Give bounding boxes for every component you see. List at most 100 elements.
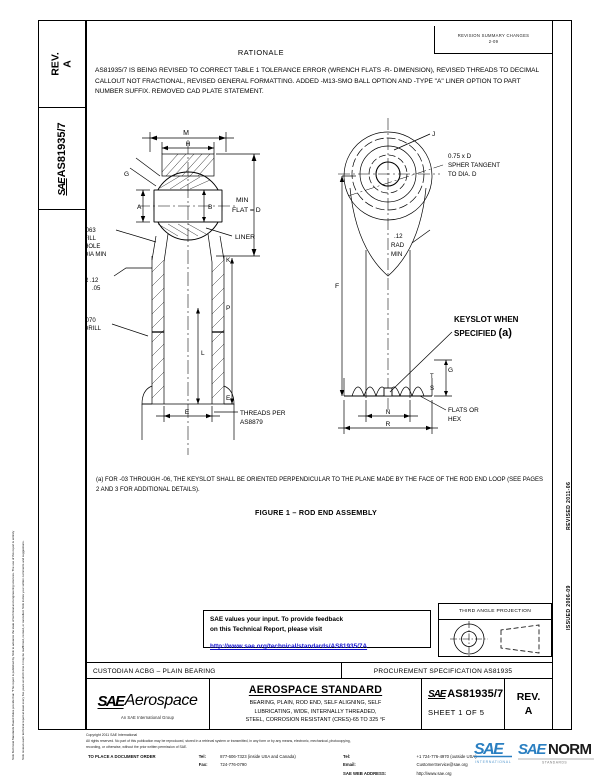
feedback-url-link[interactable]: http://www.sae.org/technical/standards/A… xyxy=(210,643,368,651)
svg-text:S: S xyxy=(430,386,434,392)
description-line-2: LUBRICATING, WIDE, INTERNALLY THREADED, xyxy=(254,708,377,715)
svg-text:NORM: NORM xyxy=(548,741,592,758)
rationale-heading: RATIONALE xyxy=(237,48,285,57)
frame-right-divider xyxy=(552,20,554,730)
svg-text:0.75 x D: 0.75 x D xyxy=(448,153,472,160)
legal-line-3: SAE reviews each technical report at lea… xyxy=(21,540,25,760)
email-label: Email: xyxy=(343,762,356,768)
document-number-cell: SAE AS81935/7 SHEET 1 OF 5 xyxy=(422,679,505,730)
standard-title-cell: AEROSPACE STANDARD BEARING, PLAIN, ROD E… xyxy=(210,679,422,730)
rights-line-2: recording, or otherwise, without the pri… xyxy=(86,745,188,750)
svg-text:A: A xyxy=(137,204,142,211)
svg-text:MIN: MIN xyxy=(236,197,249,204)
fax-label: Fax: xyxy=(198,762,208,768)
tel-us-value: 877-606-7323 (inside USA and Canada) xyxy=(220,753,296,759)
third-angle-projection-box: THIRD ANGLE PROJECTION xyxy=(438,603,552,657)
rationale-body: AS81935/7 IS BEING REVISED TO CORRECT TA… xyxy=(95,67,539,96)
copyright-line: Copyright 2011 SAE International xyxy=(86,733,138,737)
technical-drawing: M H xyxy=(86,110,552,505)
svg-text:SPECIFIED (a): SPECIFIED (a) xyxy=(454,327,512,339)
legal-line-1: SAE Technical Standards Board Rules prov… xyxy=(11,530,15,760)
drawing-frame xyxy=(38,20,572,730)
svg-text:.070: .070 xyxy=(86,318,96,324)
rev-header-box: REV. A xyxy=(38,20,86,108)
svg-text:E: E xyxy=(226,395,231,402)
revision-value: A xyxy=(524,705,533,717)
tel-us-label: Tel: xyxy=(198,753,207,759)
order-label: TO PLACE A DOCUMENT ORDER xyxy=(88,753,156,759)
svg-text:FLAT = D: FLAT = D xyxy=(232,207,261,214)
doc-number-value: AS81935/7 xyxy=(56,121,68,177)
svg-text:HOLE: HOLE xyxy=(86,244,100,250)
rights-line-1: All rights reserved. No part of this pub… xyxy=(86,739,351,744)
web-value: http://www.sae.org xyxy=(416,770,452,776)
svg-text:B: B xyxy=(208,204,212,211)
svg-text:STANDARDS: STANDARDS xyxy=(542,761,567,765)
revision-label: REV. xyxy=(516,691,541,703)
svg-text:SAE: SAE xyxy=(474,741,505,758)
svg-text:HEX: HEX xyxy=(448,416,462,423)
document-number: AS81935/7 xyxy=(447,688,504,700)
svg-text:M: M xyxy=(183,130,189,137)
sae-mark-small: SAE xyxy=(56,177,68,196)
svg-text:F: F xyxy=(335,283,339,290)
tel-intl-label: Tel: xyxy=(343,753,351,759)
svg-text:DRILL: DRILL xyxy=(86,326,102,332)
revision-cell: REV. A xyxy=(505,679,552,730)
svg-text:G: G xyxy=(448,367,453,374)
svg-text:P: P xyxy=(226,305,230,312)
revised-date-label: REVISED 2011-06 xyxy=(566,481,572,530)
sheet-number: SHEET 1 OF 5 xyxy=(428,708,485,717)
svg-text:DIA MIN: DIA MIN xyxy=(86,252,106,258)
svg-text:R .12: R .12 xyxy=(86,278,99,284)
svg-text:SAE: SAE xyxy=(518,741,547,758)
feedback-line-2: on this Technical Report, please visit xyxy=(210,626,323,634)
standard-title: AEROSPACE STANDARD xyxy=(248,684,383,696)
svg-text:FLATS OR: FLATS OR xyxy=(448,407,479,414)
revision-stamp-text: REVISION SUMMARY CHANGES 2-09 xyxy=(457,33,530,45)
footer-legal: Copyright 2011 SAE International All rig… xyxy=(86,733,516,779)
sae-norm-watermark: SAE INTERNATIONAL SAE NORM STANDARDS xyxy=(472,736,598,772)
svg-text:G: G xyxy=(124,171,129,178)
sae-mark-title-block: SAE xyxy=(428,688,446,700)
svg-text:.063: .063 xyxy=(86,228,96,234)
fax-value: 724-776-0790 xyxy=(220,762,247,768)
svg-text:RAD: RAD xyxy=(391,242,405,249)
title-block: SAE Aerospace An SAE International Group… xyxy=(86,679,552,730)
svg-text:LINER: LINER xyxy=(235,234,255,241)
svg-text:MIN: MIN xyxy=(391,251,402,258)
svg-text:R: R xyxy=(386,421,391,428)
svg-text:KEYSLOT WHEN: KEYSLOT WHEN xyxy=(454,315,519,324)
footer-contact-table: TO PLACE A DOCUMENT ORDER Tel: 877-606-7… xyxy=(86,752,516,779)
web-label: SAE WEB ADDRESS: xyxy=(343,770,387,776)
feedback-line-1: SAE values your input. To provide feedba… xyxy=(210,616,344,623)
custodian-label: CUSTODIAN ACBG – PLAIN BEARING xyxy=(86,663,342,678)
tel-intl-value: +1 724-776-4970 (outside USA) xyxy=(416,753,477,759)
procurement-spec-label: PROCUREMENT SPECIFICATION AS81935 xyxy=(373,668,513,675)
figure-caption: FIGURE 1 – ROD END ASSEMBLY xyxy=(254,508,378,517)
sae-aerospace-logo: SAE Aerospace An SAE International Group xyxy=(86,679,210,730)
feedback-box: SAE values your input. To provide feedba… xyxy=(203,610,431,651)
svg-text:E: E xyxy=(185,409,190,416)
aerospace-wordmark: Aerospace xyxy=(124,692,198,709)
svg-text:.12: .12 xyxy=(394,233,403,240)
svg-text:K: K xyxy=(226,257,231,264)
svg-text:FILL: FILL xyxy=(86,236,97,242)
custodian-strip: CUSTODIAN ACBG – PLAIN BEARING PROCUREME… xyxy=(86,662,552,679)
left-margin-legal-text-2: SAE reviews each technical report at lea… xyxy=(21,200,33,760)
svg-text:SPHER TANGENT: SPHER TANGENT xyxy=(448,162,500,169)
svg-text:.05: .05 xyxy=(92,286,101,292)
description-line-3: STEEL, CORROSION RESISTANT (CRES)-65 TO … xyxy=(245,717,386,724)
svg-text:AS8879: AS8879 xyxy=(240,419,263,426)
sae-group-subtitle: An SAE International Group xyxy=(120,715,175,720)
svg-text:INTERNATIONAL: INTERNATIONAL xyxy=(475,760,511,764)
svg-text:L: L xyxy=(201,350,205,357)
frame-left-divider xyxy=(85,20,87,730)
revision-stamp-box: REVISION SUMMARY CHANGES 2-09 xyxy=(434,26,552,54)
email-value: CustomerService@sae.org xyxy=(416,762,468,768)
description-line-1: BEARING, PLAIN, ROD END, SELF ALIGNING, … xyxy=(249,700,382,706)
projection-title: THIRD ANGLE PROJECTION xyxy=(439,604,551,620)
